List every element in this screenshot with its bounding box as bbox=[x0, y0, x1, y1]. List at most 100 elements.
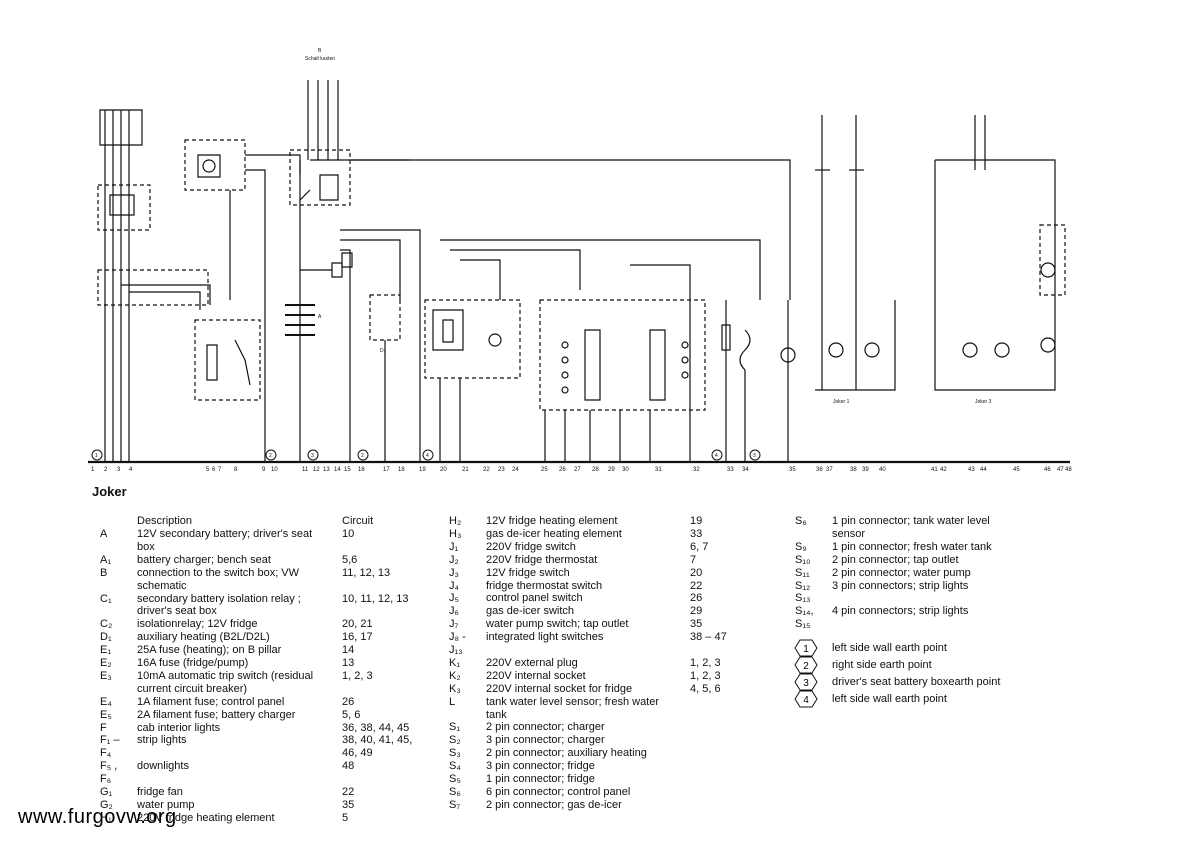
legend-code: K₂ bbox=[449, 669, 461, 682]
isolation-relay-c1 bbox=[290, 150, 350, 205]
heater-label: D₁ bbox=[380, 348, 386, 354]
joker3-label: Joker 3 bbox=[975, 399, 992, 405]
legend-circuit: 13 bbox=[342, 657, 355, 669]
legend-code: G₁ bbox=[100, 786, 113, 798]
legend-code: F₆ bbox=[100, 773, 112, 786]
earth-circle-2 bbox=[266, 450, 276, 460]
earth-point-description: left side wall earth point bbox=[832, 693, 947, 705]
bus-number: 18 bbox=[398, 467, 405, 473]
legend-code: J₂ bbox=[449, 553, 459, 566]
fridge-box bbox=[425, 300, 520, 378]
legend-circuit: 35 bbox=[690, 618, 703, 631]
bus-number: 1 bbox=[91, 467, 95, 473]
legend-circuit: 10, 11, 12, 13 bbox=[342, 592, 409, 605]
bus-number: 4 bbox=[129, 467, 133, 473]
legend-description: 2A filament fuse; battery charger bbox=[137, 708, 296, 721]
bus-number: 35 bbox=[789, 467, 796, 473]
legend-code: B bbox=[100, 566, 108, 579]
legend-description: box bbox=[137, 540, 155, 553]
legend-circuit: 38, 40, 41, 45, bbox=[342, 734, 413, 747]
watermark: www.furgovw.org bbox=[18, 806, 177, 828]
legend-circuit: 26 bbox=[342, 695, 355, 708]
bus-number: 3 bbox=[117, 467, 121, 473]
legend-code: S₂ bbox=[449, 734, 461, 747]
legend-description: 220V internal socket for fridge bbox=[486, 682, 633, 695]
legend-code: S₁ bbox=[449, 721, 461, 734]
legend-description: cab interior lights bbox=[137, 721, 221, 734]
legend-code: S₁₁ bbox=[795, 566, 810, 579]
earth-point-number: 3 bbox=[803, 678, 809, 689]
bus-number: 44 bbox=[980, 467, 987, 473]
earth-circle-4 bbox=[358, 450, 368, 460]
bus-number: 25 bbox=[541, 467, 548, 473]
legend-description: 12V secondary battery; driver's seat bbox=[137, 528, 313, 540]
earth-point-badge-icon: 3 bbox=[794, 673, 818, 691]
bus-number: 32 bbox=[693, 467, 700, 473]
legend-circuit: 20 bbox=[690, 566, 703, 579]
legend-code: S₉ bbox=[795, 540, 807, 553]
legend-circuit: 1, 2, 3 bbox=[342, 669, 373, 682]
legend-code: F₄ bbox=[100, 747, 112, 760]
legend-circuit: 10 bbox=[342, 528, 355, 540]
bus-number: 26 bbox=[559, 467, 566, 473]
legend-description: auxiliary heating (B2L/D2L) bbox=[137, 631, 270, 644]
legend-code: F₁ – bbox=[100, 734, 120, 747]
legend-description: downlights bbox=[137, 760, 189, 773]
legend-description: water pump switch; tap outlet bbox=[486, 618, 629, 631]
trip-switch-e3 bbox=[110, 195, 134, 215]
legend-code: C₂ bbox=[100, 618, 113, 631]
legend-code: S₁₅ bbox=[795, 618, 811, 631]
legend-code: E₁ bbox=[100, 644, 112, 657]
legend-description: 2 pin connector; gas de-icer bbox=[486, 798, 622, 811]
level-sensor-l bbox=[740, 330, 750, 370]
legend-code: H₃ bbox=[449, 527, 462, 540]
legend-description: gas de-icer switch bbox=[486, 605, 575, 618]
legend-description: connection to the switch box; VW bbox=[137, 566, 300, 579]
earth-circle-5 bbox=[423, 450, 433, 460]
bus-number: 13 bbox=[323, 467, 330, 473]
legend-description: 220V fridge switch bbox=[486, 540, 576, 553]
bus-number: 10 bbox=[271, 467, 278, 473]
switch-box-label: B bbox=[318, 48, 322, 54]
bus-number: 7 bbox=[218, 467, 222, 473]
bus-number: 42 bbox=[940, 467, 947, 473]
earth-point-badge-icon: 4 bbox=[794, 690, 818, 708]
bus-number: 8 bbox=[234, 467, 238, 473]
legend-code: E₃ bbox=[100, 669, 112, 682]
earth-circle-1 bbox=[92, 450, 102, 460]
legend-description: 3 pin connectors; strip lights bbox=[832, 579, 969, 592]
legend-description: 1 pin connector; fresh water tank bbox=[832, 540, 992, 553]
control-panel bbox=[540, 300, 705, 410]
legend-code: F bbox=[100, 721, 107, 734]
bus-number: 46 bbox=[1044, 467, 1051, 473]
bus-number: 28 bbox=[592, 467, 599, 473]
legend-circuit: 5 bbox=[342, 811, 349, 824]
earth-circle-6 bbox=[712, 450, 722, 460]
legend-description: 12V fridge heating element bbox=[486, 515, 618, 527]
legend-code: S₁₄, bbox=[795, 605, 814, 618]
legend-description: 2 pin connector; auxiliary heating bbox=[486, 747, 647, 760]
legend-description: 220V fridge heating element bbox=[137, 811, 275, 824]
legend-description: 1 pin connector; tank water level bbox=[832, 515, 990, 527]
legend-circuit: 38 – 47 bbox=[690, 631, 727, 644]
legend-circuit: 46, 49 bbox=[342, 747, 373, 760]
legend-code: S₁₀ bbox=[795, 553, 811, 566]
earth-circle-label: 3 bbox=[311, 453, 314, 459]
legend-code: J₅ bbox=[449, 592, 459, 605]
legend-description: integrated light switches bbox=[486, 631, 604, 644]
legend-code: C₁ bbox=[100, 592, 112, 605]
switch-box-sub-label: Schalt kasten bbox=[305, 56, 335, 62]
legend-code: E₄ bbox=[100, 695, 112, 708]
bus-number: 12 bbox=[313, 467, 320, 473]
legend-circuit: 6, 7 bbox=[690, 540, 709, 553]
earth-point-badge-icon: 1 bbox=[794, 639, 818, 657]
fuse-e2 bbox=[342, 253, 352, 267]
legend-description: 220V external plug bbox=[486, 656, 578, 669]
legend-code: A bbox=[100, 528, 108, 540]
legend-code: D₁ bbox=[100, 631, 112, 644]
legend-description: 16A fuse (fridge/pump) bbox=[137, 657, 249, 669]
bus-number: 21 bbox=[462, 467, 469, 473]
bus-number: 48 bbox=[1065, 467, 1072, 473]
legend-circuit: 35 bbox=[342, 798, 355, 811]
legend-description: 3 pin connector; charger bbox=[486, 734, 605, 747]
